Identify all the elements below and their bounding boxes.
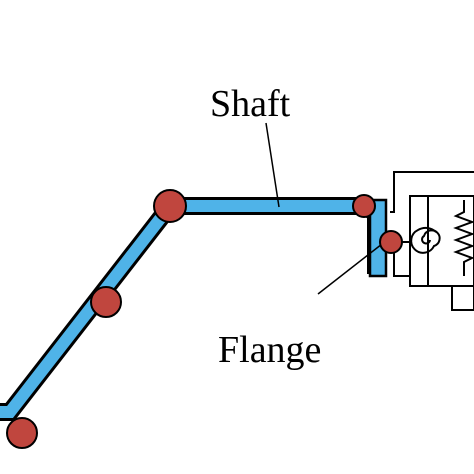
shaft-outline — [0, 197, 385, 421]
spring-frame — [390, 171, 474, 213]
spring-assembly — [390, 171, 474, 311]
shaft-label: Shaft — [210, 83, 291, 125]
flange-label: Flange — [218, 329, 321, 371]
flange-leader-line — [317, 243, 383, 295]
shaft-body — [0, 200, 382, 418]
shaft-end-joint — [352, 194, 376, 218]
linear-spring-icon — [453, 200, 474, 276]
lower-joint — [90, 286, 122, 318]
flange-joint — [379, 230, 403, 254]
shaft-leader-line — [265, 122, 280, 208]
shaft-link — [0, 197, 385, 421]
torsional-spring-icon — [410, 226, 441, 254]
base-joint — [6, 417, 38, 449]
elbow-joint — [153, 189, 187, 223]
joints — [6, 189, 403, 449]
spring-frame-lower — [393, 242, 474, 311]
